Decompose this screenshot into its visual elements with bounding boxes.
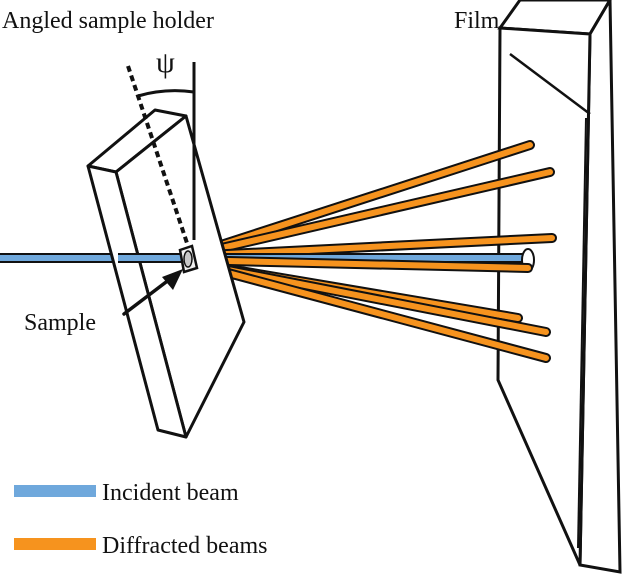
sample <box>178 244 199 274</box>
legend-diffracted-swatch <box>14 538 96 550</box>
legend-incident-label: Incident beam <box>102 480 239 506</box>
psi-angle-indicator <box>126 62 196 247</box>
psi-arc <box>137 89 195 98</box>
psi-label: ψ <box>156 46 175 79</box>
legend: Incident beam Diffracted beams <box>14 480 267 559</box>
legend-diffracted-label: Diffracted beams <box>102 533 267 559</box>
diffracted-beam <box>184 169 553 259</box>
sample-holder <box>86 108 246 439</box>
diffracted-beam <box>184 257 531 271</box>
film-plate <box>496 0 622 574</box>
film-label: Film <box>454 8 500 34</box>
sample-arrow <box>122 269 183 316</box>
diffracted-beam <box>184 142 533 259</box>
diffracted-beam <box>184 259 549 361</box>
diffracted-beams-front <box>182 255 551 363</box>
diffracted-beams-back <box>182 140 557 261</box>
legend-incident-swatch <box>14 485 96 497</box>
sample-label: Sample <box>24 310 96 336</box>
angled-sample-holder-label: Angled sample holder <box>2 8 214 34</box>
